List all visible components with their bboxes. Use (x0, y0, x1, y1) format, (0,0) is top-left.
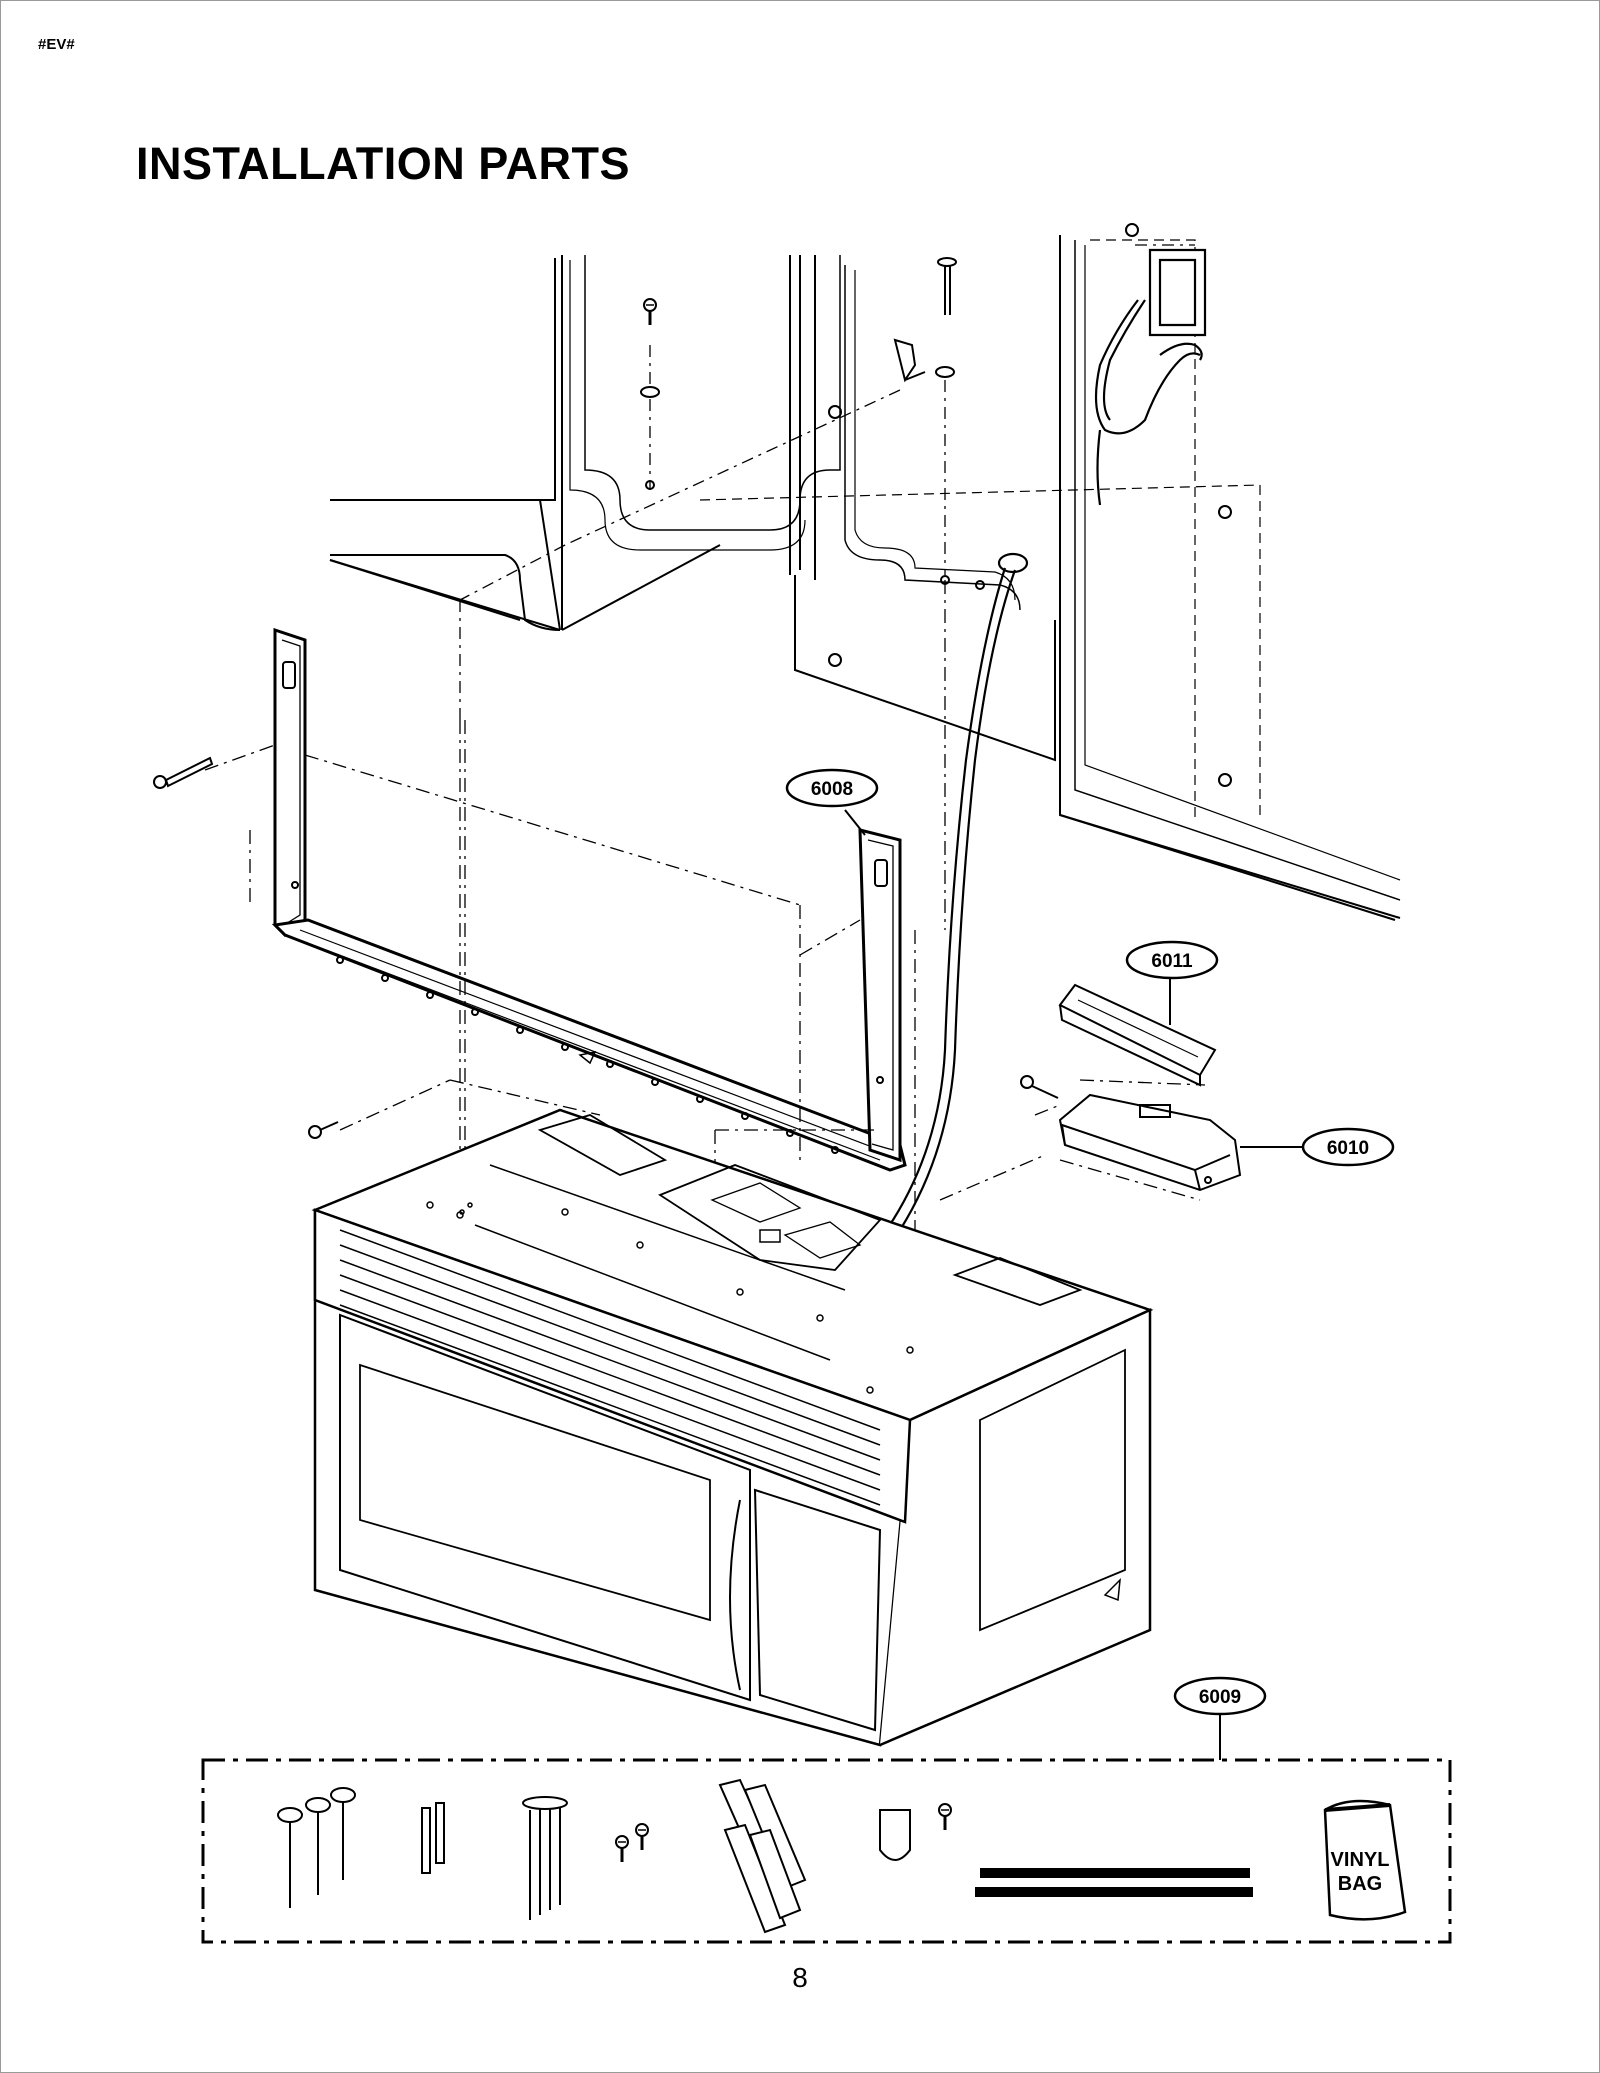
vinyl-bag-label-line2: BAG (1338, 1873, 1382, 1895)
kit-small-screws (614, 1822, 650, 1864)
vinyl-bag-label-line1: VINYL (1331, 1849, 1390, 1871)
page-number: 8 (792, 1962, 808, 1993)
document-code: #EV# (38, 36, 75, 53)
kit-foam-strips (975, 1868, 1253, 1897)
callout-6008: 6008 (785, 768, 879, 836)
callout-label-6010: 6010 (1327, 1138, 1369, 1159)
callout-label-6009: 6009 (1199, 1687, 1241, 1708)
kit-vinyl-bag (1323, 1799, 1407, 1921)
callout-6009: 6009 (1173, 1676, 1267, 1716)
microwave-oven (311, 1108, 1154, 1747)
kit-bolts (522, 1796, 568, 1920)
kit-cord-clamp (879, 1802, 953, 1861)
callout-label-6008: 6008 (811, 779, 853, 800)
damper-box (1058, 1093, 1242, 1192)
cabinet-screws (640, 223, 1139, 398)
hardware-kit-box (201, 1758, 1452, 1944)
page-title: INSTALLATION PARTS (136, 138, 630, 189)
kit-toggle-wings (718, 1778, 807, 1934)
damper-screw (1020, 1075, 1059, 1099)
alignment-guides-upper (459, 244, 1195, 720)
plate-screw (308, 1121, 339, 1139)
mounting-plate (271, 627, 907, 1172)
kit-wall-screws (277, 1787, 356, 1908)
damper-cover (1058, 983, 1217, 1087)
alignment-guides-middle (204, 580, 1206, 1355)
callout-label-6011: 6011 (1151, 951, 1193, 972)
toggle-bolt (893, 257, 957, 383)
kit-anchors (421, 1802, 445, 1874)
wall-screw-left (153, 756, 214, 789)
callout-6010: 6010 (1240, 1127, 1395, 1167)
wall-cabinets (329, 235, 1401, 921)
callout-6011: 6011 (1125, 940, 1219, 1025)
